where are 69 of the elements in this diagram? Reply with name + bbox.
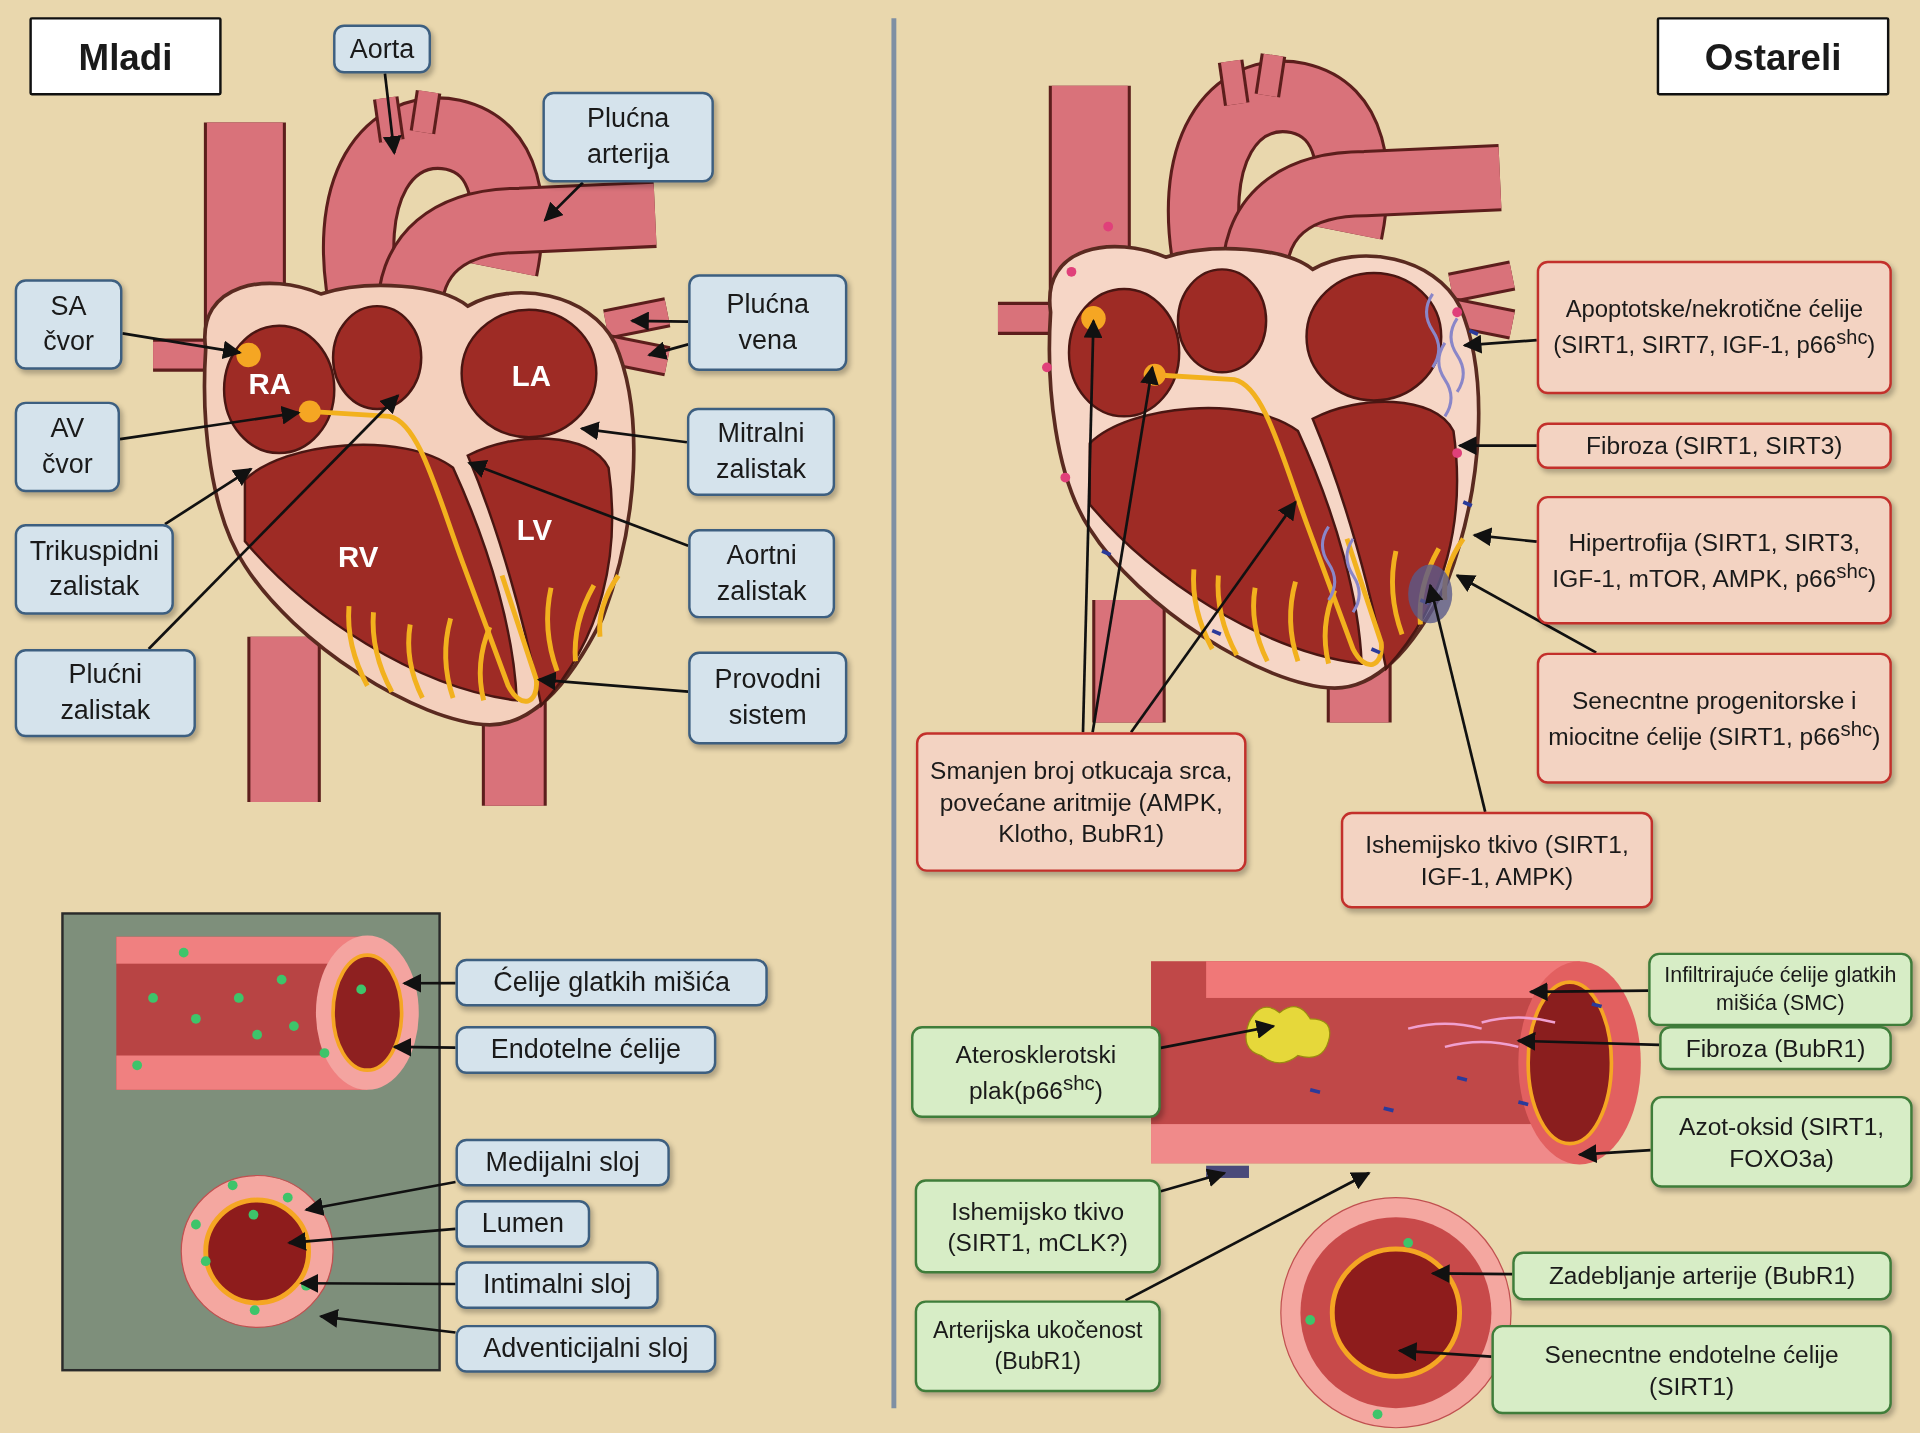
chamber-label: LA: [511, 361, 551, 391]
panel-heading: Mladi: [29, 17, 222, 96]
callout-label: Fibroza (BubR1): [1659, 1026, 1892, 1071]
arrow: [147, 394, 400, 650]
arrow: [1455, 574, 1597, 654]
callout-label: Medijalni sloj: [455, 1138, 670, 1187]
arrow: [1516, 1031, 1660, 1051]
artery-cross-section-drawing: [1279, 1196, 1513, 1429]
callout-label: Azot-oksid (SIRT1, FOXO3a): [1650, 1095, 1913, 1188]
chamber-label: RA: [248, 369, 292, 400]
callout-label: Senecntne endotelne ćelije (SIRT1): [1491, 1324, 1892, 1415]
arrow: [647, 341, 689, 360]
arrow: [1130, 500, 1297, 734]
arrow: [1081, 318, 1103, 733]
callout-label: Aortni zalistak: [688, 529, 836, 619]
callout-label: Ishemijsko tkivo (SIRT1, IGF-1, AMPK): [1340, 811, 1654, 909]
arrow: [402, 973, 456, 993]
arrow: [1472, 527, 1537, 547]
arrow: [467, 460, 689, 548]
arrow: [304, 1180, 456, 1216]
callout-label: Mitralni zalistak: [686, 407, 836, 496]
arrow: [299, 1273, 456, 1293]
callout-label: Aorta: [333, 24, 431, 74]
arrow: [164, 467, 253, 526]
callout-label: SA čvor: [14, 279, 123, 370]
arrow: [1160, 1168, 1227, 1193]
arrow: [1160, 1020, 1276, 1050]
callout-label: Plućna vena: [688, 274, 848, 371]
callout-label: Apoptotske/nekrotične ćelije (SIRT1, SIRT7, IGF-1, p66$^{shc}$): [1536, 260, 1892, 395]
arrow: [543, 181, 584, 222]
arrow: [287, 1227, 456, 1251]
arrow: [392, 1037, 456, 1057]
chamber-label: RV: [337, 542, 379, 572]
arrow: [318, 1309, 456, 1334]
callout-label: Lumen: [455, 1200, 591, 1248]
arrow: [382, 73, 402, 155]
arrow: [1425, 583, 1487, 813]
callout-label: Hipertrofija (SIRT1, SIRT3, IGF-1, mTOR, AMPK, p66$^{shc}$): [1536, 495, 1892, 625]
callout-label: Smanjen broj otkucaja srca, povećane aritmije (AMPK, Klotho, BubR1): [915, 732, 1247, 872]
arrow: [1457, 436, 1537, 456]
arrow: [1462, 334, 1537, 354]
arrow: [1430, 1264, 1513, 1284]
callout-label: Plućni zalistak: [14, 649, 196, 738]
arrow: [629, 311, 689, 331]
arrow: [119, 405, 301, 441]
panel-heading: Ostareli: [1656, 17, 1890, 96]
callout-label: Ćelije glatkih mišića: [455, 958, 768, 1007]
callout-label: Endotelne ćelije: [455, 1026, 717, 1074]
arrow: [1091, 365, 1159, 733]
arrow: [1397, 1342, 1492, 1362]
callout-label: AV čvor: [14, 401, 120, 493]
callout-label: Trikuspidni zalistak: [14, 524, 174, 615]
arrow: [579, 421, 688, 444]
callout-label: Zadebljanje arterije (BubR1): [1512, 1251, 1892, 1301]
callout-label: Fibroza (SIRT1, SIRT3): [1536, 422, 1892, 469]
artery-drawing: [61, 912, 441, 1372]
callout-label: Adventicijalni sloj: [455, 1324, 717, 1373]
callout-label: Infiltrirajuće ćelije glatkih mišića (SMC): [1648, 952, 1913, 1027]
callout-label: Plućna arterija: [542, 91, 714, 183]
arrow: [122, 332, 242, 360]
callout-label: Ishemijsko tkivo (SIRT1, mCLK?): [914, 1179, 1161, 1274]
callout-label: Intimalni sloj: [455, 1261, 659, 1309]
arrow: [1577, 1144, 1651, 1164]
chamber-label: LV: [516, 515, 553, 545]
callout-label: Provodni sistem: [688, 651, 848, 745]
callout-label: Aterosklerotski plak(p66$^{shc}$): [911, 1026, 1161, 1118]
callout-label: Senecntne progenitorske i miocitne ćelije (SIRT1, p66$^{shc}$): [1536, 652, 1892, 784]
callout-label: Arterijska ukočenost (BubR1): [914, 1300, 1161, 1393]
arrow: [536, 671, 689, 693]
